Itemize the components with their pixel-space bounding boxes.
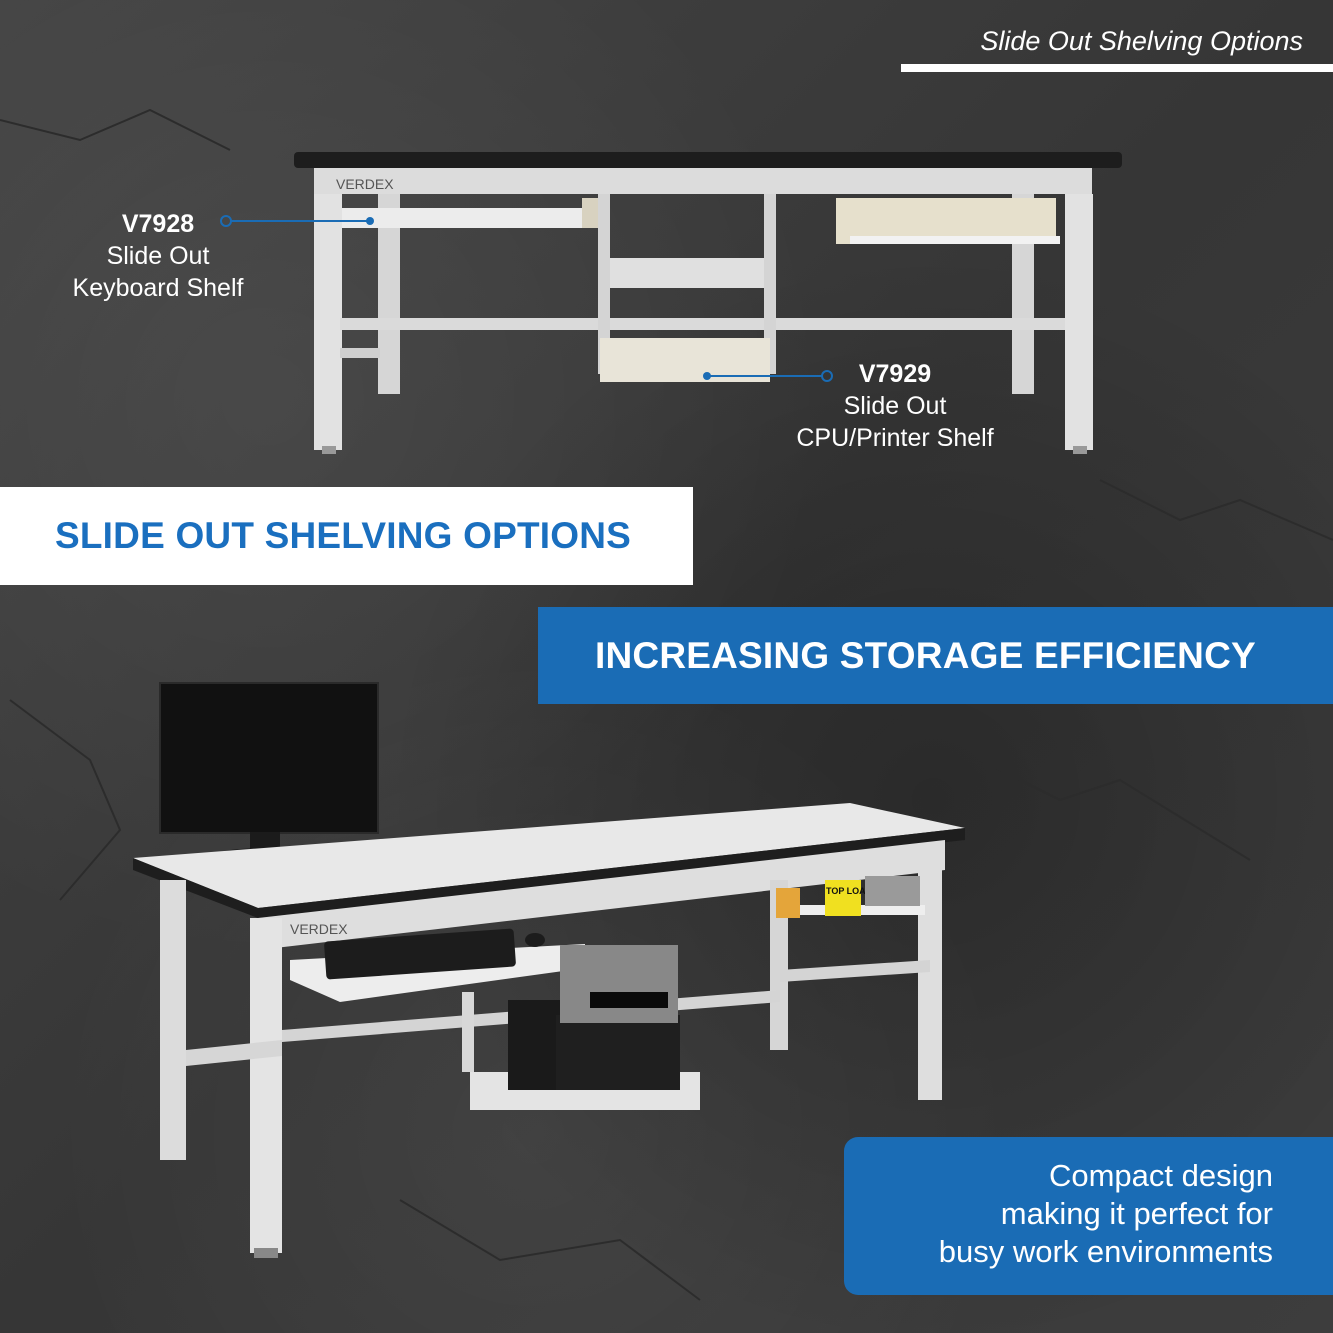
- callout-line1: Slide Out: [106, 242, 210, 270]
- callout-keyboard-shelf: V7928 Slide Out Keyboard Shelf: [40, 208, 276, 304]
- info-box: Compact design making it perfect for bus…: [844, 1137, 1333, 1295]
- info-line1: Compact design: [1048, 1158, 1273, 1193]
- callout-line2: CPU/Printer Shelf: [796, 424, 994, 452]
- info-box-text: Compact design making it perfect for bus…: [939, 1157, 1273, 1271]
- info-line3: busy work environments: [938, 1234, 1273, 1269]
- callout-cpu-printer-shelf: V7929 Slide Out CPU/Printer Shelf: [770, 358, 1020, 454]
- banner-blue-text: INCREASING STORAGE EFFICIENCY: [595, 634, 1256, 676]
- banner-white-text: SLIDE OUT SHELVING OPTIONS: [55, 515, 632, 556]
- banner-slide-out-shelving: SLIDE OUT SHELVING OPTIONS: [0, 487, 693, 585]
- callout-code: V7928: [121, 210, 195, 238]
- info-line2: making it perfect for: [1000, 1196, 1273, 1231]
- header-title: Slide Out Shelving Options: [980, 26, 1303, 56]
- banner-storage-efficiency: INCREASING STORAGE EFFICIENCY: [538, 607, 1333, 704]
- bottom-bench-brand: VERDEX: [290, 921, 348, 937]
- callout-line1: Slide Out: [843, 392, 947, 420]
- callout-code: V7929: [858, 360, 932, 388]
- header-rule: [901, 64, 1333, 72]
- callout-line2: Keyboard Shelf: [72, 274, 244, 302]
- box-label: TOP LOAD ONLY: [826, 886, 899, 896]
- top-bench-brand: VERDEX: [336, 176, 394, 192]
